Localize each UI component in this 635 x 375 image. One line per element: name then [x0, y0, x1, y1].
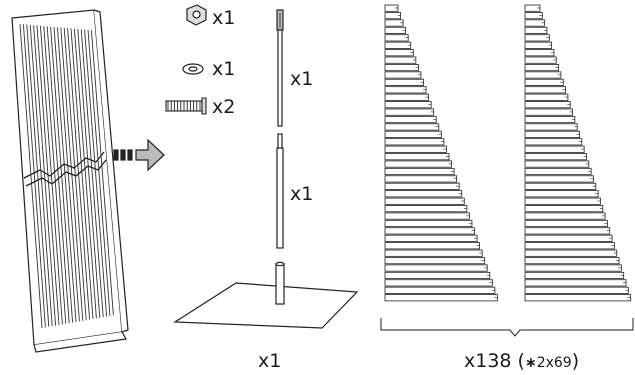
screw-icon: [165, 97, 207, 115]
upper-pole: [276, 9, 284, 127]
hex-nut-icon: [186, 4, 207, 26]
slats-note-prefix: (: [511, 350, 525, 372]
slats-quantity: x138 (∗2x69): [464, 350, 579, 372]
washer-icon: [182, 63, 204, 75]
package-box-icon: [11, 9, 129, 353]
base-quantity: x1: [258, 350, 282, 372]
lower-pole-quantity: x1: [290, 183, 314, 205]
upper-pole-quantity: x1: [290, 68, 314, 90]
slat-stack-left: [384, 4, 498, 302]
slat-stack-right: [524, 4, 632, 302]
washer-quantity: x1: [212, 58, 236, 80]
slats-note-star: ∗: [524, 355, 537, 371]
slats-qty-value: x138: [464, 350, 512, 372]
slats-note-detail: 2x69: [536, 355, 572, 371]
lower-pole: [276, 133, 284, 249]
unpack-arrow-icon: [113, 138, 165, 172]
slats-note-suffix: ): [571, 350, 580, 372]
base-plate: [173, 261, 359, 329]
slat-bracket: [380, 318, 634, 337]
nut-quantity: x1: [212, 7, 236, 29]
screw-quantity: x2: [212, 96, 236, 118]
